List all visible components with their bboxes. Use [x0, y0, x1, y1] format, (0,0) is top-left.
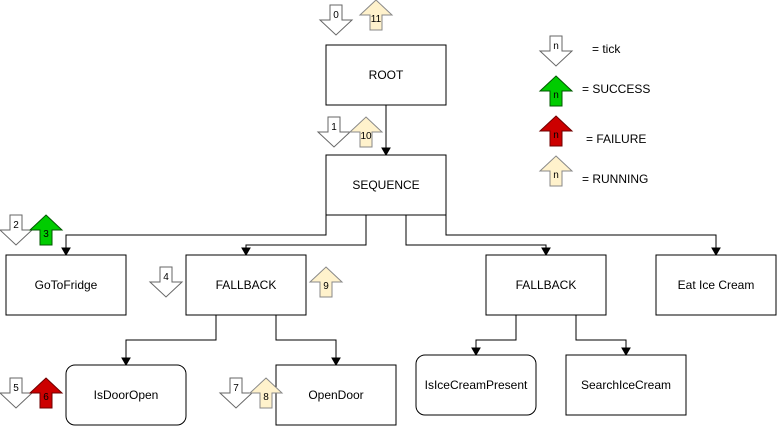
- node-searchicecream: SearchIceCream: [565, 354, 687, 416]
- signal-label: 3: [43, 229, 49, 240]
- edge-sequence-eat-ice-cream: [445, 215, 717, 250]
- signal-label: 1: [331, 122, 337, 133]
- node-isdooropen: IsDoorOpen: [65, 364, 187, 426]
- node-fallback-2-label: FALLBACK: [516, 278, 577, 292]
- signal-label: 4: [163, 272, 169, 283]
- node-fallback-1: FALLBACK: [185, 254, 307, 316]
- node-gotofridge-label: GoToFridge: [35, 278, 98, 292]
- legend-failure-arrow: n: [538, 115, 574, 147]
- legend-symbol: n: [553, 130, 559, 141]
- edge-fallback-1-opendoor: [275, 315, 337, 360]
- legend-symbol: n: [553, 90, 559, 101]
- node-opendoor: OpenDoor: [275, 364, 397, 426]
- arrowhead-sequence: [381, 147, 391, 157]
- arrowhead-fallback-2: [541, 247, 551, 257]
- node-opendoor-label: OpenDoor: [308, 388, 363, 402]
- node-sequence: SEQUENCE: [325, 154, 447, 216]
- node-gotofridge: GoToFridge: [5, 254, 127, 316]
- legend-symbol: n: [553, 170, 559, 181]
- legend-failure-text: = FAILURE: [586, 132, 646, 146]
- node-searchicecream-label: SearchIceCream: [581, 378, 671, 392]
- legend-symbol: n: [553, 41, 559, 52]
- arrowhead-isdooropen: [121, 357, 131, 367]
- legend: n = tick n = SUCCESS n = FAILURE n = RUN…: [538, 35, 650, 187]
- signal-success-arrow: 3: [28, 214, 64, 246]
- signal-running-arrow: 11: [358, 0, 394, 31]
- signal-label: 11: [371, 14, 382, 25]
- legend-tick-arrow: n: [538, 35, 574, 67]
- node-fallback-1-label: FALLBACK: [216, 278, 277, 292]
- edges: [65, 105, 717, 360]
- signal-running-arrow: 8: [248, 377, 284, 409]
- signal-tick-arrow: 1: [316, 116, 352, 148]
- edge-sequence-fallback-1: [245, 215, 367, 250]
- arrowhead-eat-ice-cream: [711, 247, 721, 257]
- node-eat-ice-cream-label: Eat Ice Cream: [678, 278, 755, 292]
- legend-success-arrow: n: [538, 75, 574, 107]
- legend-running-text: = RUNNING: [582, 172, 648, 186]
- signal-label: 9: [323, 281, 329, 292]
- node-sequence-label: SEQUENCE: [352, 178, 419, 192]
- node-isdooropen-label: IsDoorOpen: [94, 388, 159, 402]
- legend-running-arrow: n: [538, 155, 574, 187]
- signal-tick-arrow: 5: [0, 377, 34, 409]
- arrowhead-fallback-1: [241, 247, 251, 257]
- signal-label: 8: [263, 392, 269, 403]
- signal-tick-arrow: 2: [0, 214, 34, 246]
- node-fallback-2: FALLBACK: [485, 254, 607, 316]
- edge-sequence-fallback-2: [405, 215, 547, 250]
- edge-fallback-2-searchicecream: [575, 315, 627, 350]
- arrowhead-opendoor: [331, 357, 341, 367]
- signal-label: 7: [233, 383, 239, 394]
- edge-fallback-2-isicecreampresent: [475, 315, 517, 350]
- edge-fallback-1-isdooropen: [125, 315, 217, 360]
- node-root-label: ROOT: [369, 68, 404, 82]
- signal-label: 0: [333, 10, 339, 21]
- legend-success-text: = SUCCESS: [582, 82, 650, 96]
- legend-tick-text: = tick: [592, 42, 621, 56]
- signal-arrows: 0 11 1 10 2 3 4 9 5 6 7: [0, 0, 394, 409]
- signal-label: 10: [360, 131, 372, 142]
- signal-running-arrow: 10: [348, 116, 384, 148]
- signal-tick-arrow: 4: [148, 266, 184, 298]
- node-eat-ice-cream: Eat Ice Cream: [655, 254, 777, 316]
- signal-running-arrow: 9: [308, 266, 344, 298]
- node-isicecreampresent: IsIceCreamPresent: [415, 354, 537, 416]
- arrowhead-gotofridge: [61, 247, 71, 257]
- arrowheads: [61, 147, 721, 367]
- edge-sequence-gotofridge: [65, 215, 327, 250]
- signal-tick-arrow: 0: [318, 4, 354, 36]
- arrowhead-isicecreampresent: [471, 347, 481, 357]
- signal-label: 2: [13, 220, 19, 231]
- node-isicecreampresent-label: IsIceCreamPresent: [425, 378, 528, 392]
- signal-label: 6: [43, 392, 49, 403]
- signal-label: 5: [13, 383, 19, 394]
- arrowhead-searchicecream: [621, 347, 631, 357]
- signal-failure-arrow: 6: [28, 377, 64, 409]
- node-root: ROOT: [325, 44, 447, 106]
- signal-tick-arrow: 7: [218, 377, 254, 409]
